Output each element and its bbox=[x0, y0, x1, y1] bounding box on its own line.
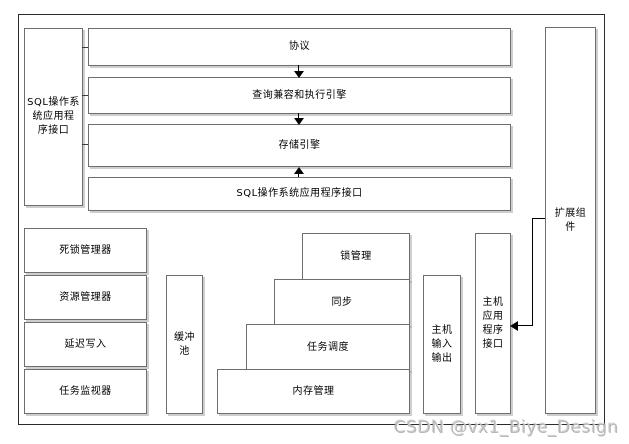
arrow-down-icon bbox=[294, 71, 304, 78]
sql-os-api-row: SQL操作系统应用程序接口 bbox=[88, 177, 511, 211]
arrow-down-icon bbox=[294, 118, 304, 125]
query-compat-execution-engine-row: 查询兼容和执行引擎 bbox=[88, 77, 511, 114]
synchronization-box: 同步 bbox=[274, 279, 410, 326]
arrow-shaft bbox=[298, 113, 299, 118]
csdn-watermark: CSDN @vx1_Biye_Design bbox=[394, 418, 619, 438]
task-monitor-box: 任务监视器 bbox=[24, 369, 147, 414]
elbow-connector-segment bbox=[532, 218, 533, 326]
protocol-row: 协议 bbox=[88, 28, 511, 66]
lock-management-box: 锁管理 bbox=[302, 233, 410, 281]
lazy-write-box: 延迟写入 bbox=[24, 322, 147, 367]
connector-line bbox=[82, 95, 88, 96]
elbow-connector-segment bbox=[532, 218, 545, 219]
deadlock-manager-box: 死锁管理器 bbox=[24, 228, 147, 273]
task-scheduling-box: 任务调度 bbox=[246, 324, 410, 371]
arrow-left-icon bbox=[510, 321, 518, 331]
storage-engine-row: 存储引擎 bbox=[88, 124, 511, 167]
arrow-shaft bbox=[298, 65, 299, 71]
sql-os-api-left-panel: SQL操作系 统应用程 序接口 bbox=[24, 28, 83, 206]
host-application-api-box: 主机 应用 程序 接口 bbox=[475, 233, 511, 414]
buffer-pool-box: 缓冲 池 bbox=[166, 275, 203, 414]
elbow-connector-segment bbox=[517, 325, 533, 326]
arrow-shaft bbox=[298, 174, 299, 177]
resource-manager-box: 资源管理器 bbox=[24, 275, 147, 320]
extension-components-panel: 扩展组 件 bbox=[545, 27, 596, 414]
arrow-up-icon bbox=[294, 167, 304, 174]
host-input-output-box: 主机 输入 输出 bbox=[423, 275, 461, 414]
connector-line bbox=[82, 47, 88, 48]
memory-management-box: 内存管理 bbox=[217, 369, 410, 414]
connector-line bbox=[82, 144, 88, 145]
